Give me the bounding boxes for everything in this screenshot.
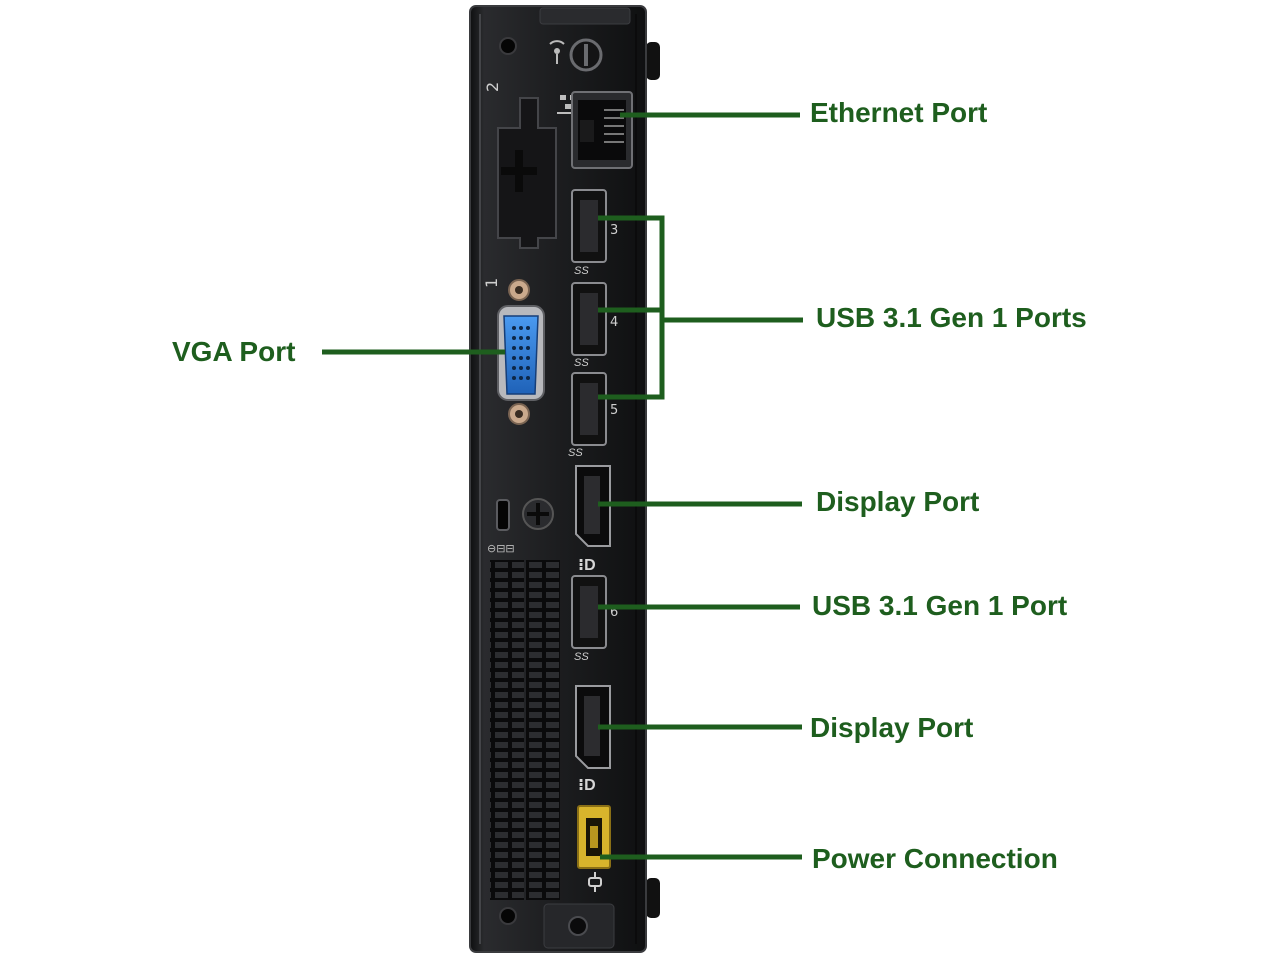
kensington-lock-icon: ⊖⊟⊟: [487, 499, 515, 555]
displayport-bottom: [575, 685, 611, 769]
displayport-top: [575, 465, 611, 547]
antenna-connector: [569, 38, 603, 72]
usb-port-4: [571, 282, 607, 356]
usb-port-5: [571, 372, 607, 446]
callout-displayport-top: Display Port: [816, 486, 980, 517]
callout-usb-ports: USB 3.1 Gen 1 Ports: [816, 302, 1087, 333]
usb-3-marking: 3: [610, 223, 618, 238]
top-tab: [539, 7, 631, 25]
usb-5-marking: 5: [610, 403, 618, 418]
power-connector: [577, 805, 611, 869]
callout-vga-port: VGA Port: [172, 336, 296, 367]
usb-port-6: [571, 575, 607, 649]
screw-bottom: [499, 907, 517, 925]
ethernet-jack: [571, 91, 633, 169]
callout-ethernet-port: Ethernet Port: [810, 97, 988, 128]
foot-bottom: [646, 878, 660, 918]
usb-ss-logo-3: SS: [574, 265, 589, 277]
displayport-top-icon: ⁝D: [578, 557, 596, 574]
slot-2-marking: 2: [483, 82, 502, 92]
slot-1-marking: 1: [482, 278, 501, 288]
expansion-knockout-2: [497, 97, 557, 249]
callout-usb-port-single: USB 3.1 Gen 1 Port: [812, 590, 1068, 621]
usb-port-3: [571, 189, 607, 263]
leader-lines: [322, 112, 803, 860]
usb-6-marking: 6: [610, 605, 618, 620]
svg-text:⊖⊟⊟: ⊖⊟⊟: [487, 543, 515, 555]
wifi-antenna-icon: [549, 40, 565, 64]
vga-port: [497, 279, 545, 425]
vent-left: [490, 560, 524, 900]
vent-right: [526, 560, 560, 900]
callout-power-connection: Power Connection: [812, 843, 1058, 874]
usb-4-marking: 4: [610, 315, 618, 330]
callout-displayport-bottom: Display Port: [810, 712, 974, 743]
chassis-screw-middle: [522, 498, 554, 530]
usb-ss-logo-4: SS: [574, 357, 589, 369]
power-plug-icon: [588, 872, 602, 892]
screw-top: [499, 37, 517, 55]
foot-top: [646, 42, 660, 80]
displayport-bottom-icon: ⁝D: [578, 777, 596, 794]
usb-ss-logo-6: SS: [574, 651, 589, 663]
usb-ss-logo-5: SS: [568, 447, 583, 459]
